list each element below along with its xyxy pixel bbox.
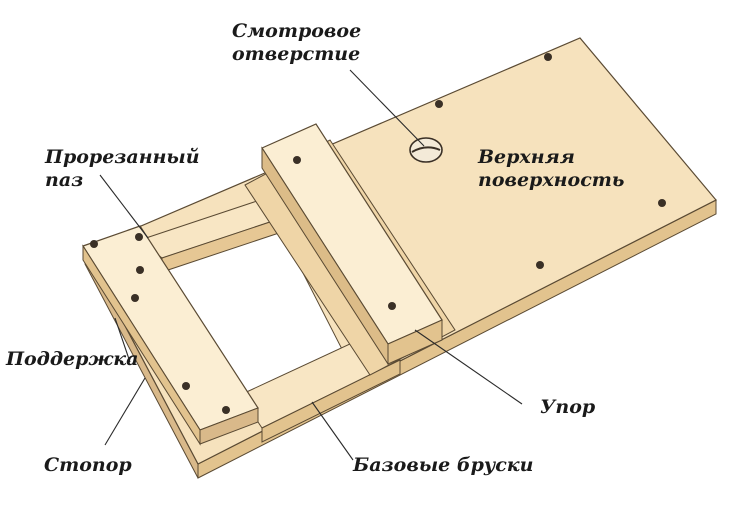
label-cut-slot-line1: Прорезанный — [45, 146, 200, 168]
screw-icon — [182, 382, 190, 390]
leader-lines — [99, 69, 523, 461]
screw-icon — [136, 266, 144, 274]
viewing-hole-shadow — [411, 146, 441, 153]
screws — [90, 53, 666, 414]
fence-bar — [261, 123, 443, 366]
base-bar-front-side — [261, 359, 401, 443]
leader-viewing-hole — [349, 69, 425, 147]
label-viewing-hole-line2: отверстие — [232, 43, 361, 65]
fence-bar-side — [261, 146, 389, 366]
label-viewing-hole-line1: Смотровое — [232, 20, 362, 42]
leader-stopper — [104, 377, 146, 446]
label-support-text: Поддержка — [6, 348, 139, 370]
screw-icon — [90, 240, 98, 248]
label-cut-slot-line2: паз — [45, 169, 84, 191]
screw-icon — [222, 406, 230, 414]
screw-icon — [544, 53, 552, 61]
screw-icon — [135, 233, 143, 241]
screw-icon — [293, 156, 301, 164]
screw-icon — [435, 100, 443, 108]
label-top-surface-line2: поверхность — [478, 169, 625, 191]
viewing-hole — [409, 137, 443, 163]
screw-icon — [658, 199, 666, 207]
label-base-bars: Базовые бруски — [353, 454, 533, 477]
label-support: Поддержка — [6, 348, 138, 371]
viewing-hole-opening — [409, 137, 443, 163]
screw-icon — [131, 294, 139, 302]
label-stopper: Стопор — [44, 454, 132, 477]
label-cut-slot: Прорезанный паз — [45, 146, 200, 192]
leader-support — [114, 317, 131, 363]
label-stop: Упор — [540, 396, 595, 419]
label-base-bars-text: Базовые бруски — [353, 454, 534, 476]
support-bar — [82, 225, 259, 446]
leader-base-bars — [311, 401, 354, 461]
label-stop-text: Упор — [540, 396, 596, 418]
label-top-surface: Верхняя поверхность — [478, 146, 624, 192]
screw-icon — [536, 261, 544, 269]
leader-cut-slot — [99, 174, 149, 239]
label-top-surface-line1: Верхняя — [478, 146, 575, 168]
label-stopper-text: Стопор — [44, 454, 132, 476]
leader-stop — [414, 329, 523, 405]
screw-icon — [388, 302, 396, 310]
label-viewing-hole: Смотровое отверстие — [232, 20, 361, 66]
support-bar-front — [199, 407, 259, 445]
